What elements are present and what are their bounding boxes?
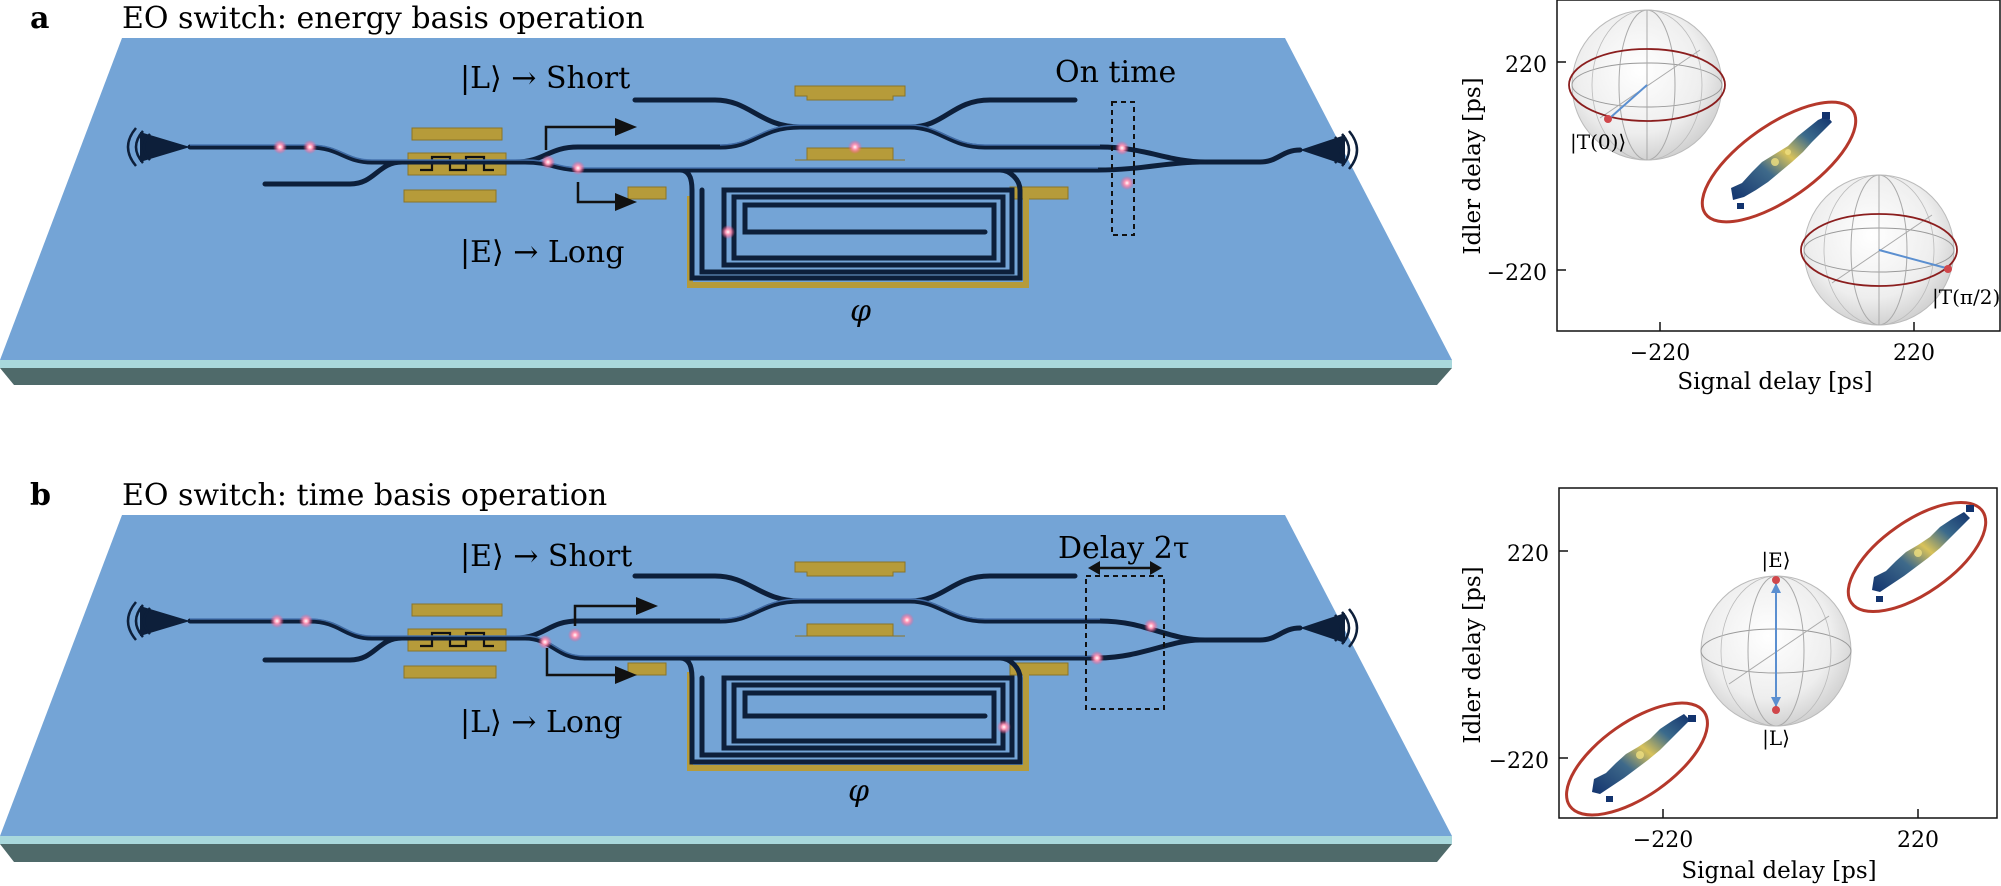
waveguides-b-highlight xyxy=(190,598,1100,657)
xlabel-a: Signal delay [ps] xyxy=(1677,369,1872,395)
routing-arrows-a xyxy=(544,125,620,204)
bloch-sphere-a1 xyxy=(1568,9,1726,161)
arrow-right-icon xyxy=(615,666,637,684)
bloch-sphere-a2 xyxy=(1800,174,1958,326)
bloch-sphere-b xyxy=(1700,575,1852,727)
grating-coupler-right-b xyxy=(1300,608,1359,648)
plot-b: 220 −220 −220 220 Signal delay [ps] Idle… xyxy=(1460,487,1998,884)
ylabel-b: Idler delay [ps] xyxy=(1460,566,1486,743)
photon-dot xyxy=(299,614,313,628)
xlabel-b: Signal delay [ps] xyxy=(1681,858,1876,884)
photon-dot xyxy=(848,140,862,154)
sphere-label-a1: |T(0)⟩ xyxy=(1570,130,1626,155)
photon-dot xyxy=(1120,176,1134,190)
ytick-b: −220 xyxy=(1489,749,1549,774)
correlation-blob-b2 xyxy=(1565,701,1709,817)
window-label-b: Delay 2τ xyxy=(1058,531,1189,566)
short-label-b: |E⟩ → Short xyxy=(460,539,632,574)
arrow-right-icon xyxy=(615,193,637,211)
waveguides-a-highlight xyxy=(190,124,1100,169)
photon-dot xyxy=(538,635,552,649)
photon-dot xyxy=(571,161,585,175)
short-label-a: |L⟩ → Short xyxy=(460,61,630,96)
xtick-a: 220 xyxy=(1893,341,1935,366)
panel-a-heading: EO switch: energy basis operation xyxy=(122,1,645,36)
photon-dot xyxy=(541,155,555,169)
waveguides-a xyxy=(187,97,1303,281)
time-window-a xyxy=(1111,101,1135,236)
panel-a-letter: a xyxy=(30,1,49,36)
ytick-a: 220 xyxy=(1505,53,1547,78)
panel-b-heading: EO switch: time basis operation xyxy=(122,478,607,513)
photon-dot xyxy=(568,628,582,642)
xtick-a: −220 xyxy=(1630,341,1690,366)
long-label-a: |E⟩ → Long xyxy=(460,235,624,270)
panel-a: a EO switch: energy basis operation xyxy=(0,1,1452,385)
xtick-b: −220 xyxy=(1633,828,1693,853)
time-window-b xyxy=(1085,575,1165,710)
photon-dot xyxy=(1144,619,1158,633)
sphere-label-b2: |L⟩ xyxy=(1762,726,1790,751)
plot-a: 220 −220 −220 220 Signal delay [ps] Idle… xyxy=(1460,0,2001,395)
photon-dot xyxy=(900,613,914,627)
correlation-blob-b1 xyxy=(1846,500,1988,614)
photons-b xyxy=(270,613,1158,734)
window-label-a: On time xyxy=(1055,55,1176,90)
photon-dot xyxy=(997,720,1011,734)
sphere-label-a2: |T(π/2)⟩ xyxy=(1932,285,2001,310)
double-arrow-icon xyxy=(1088,561,1162,575)
panel-b-letter: b xyxy=(30,478,51,513)
arrow-right-icon xyxy=(615,118,637,136)
photon-dot xyxy=(721,225,735,239)
photon-dot xyxy=(1115,141,1129,155)
grating-coupler-right-a xyxy=(1300,130,1359,170)
photons-a xyxy=(273,140,1134,239)
arrow-right-icon xyxy=(636,597,658,615)
phase-label-a: φ xyxy=(850,294,871,329)
ytick-b: 220 xyxy=(1507,542,1549,567)
long-label-b: |L⟩ → Long xyxy=(460,705,622,740)
xtick-b: 220 xyxy=(1897,828,1939,853)
phase-label-b: φ xyxy=(848,774,869,809)
grating-coupler-left-b xyxy=(126,601,190,641)
photon-dot xyxy=(303,140,317,154)
photon-dot xyxy=(1090,651,1104,665)
grating-coupler-left-a xyxy=(126,127,190,167)
ytick-a: −220 xyxy=(1487,261,1547,286)
panel-b: b EO switch: time basis operation xyxy=(0,478,1452,862)
sphere-label-b1: |E⟩ xyxy=(1761,548,1790,573)
routing-arrows-b xyxy=(545,604,640,677)
photon-dot xyxy=(270,614,284,628)
photon-dot xyxy=(273,140,287,154)
correlation-blob-a xyxy=(1700,100,1858,224)
ylabel-a: Idler delay [ps] xyxy=(1460,77,1486,254)
